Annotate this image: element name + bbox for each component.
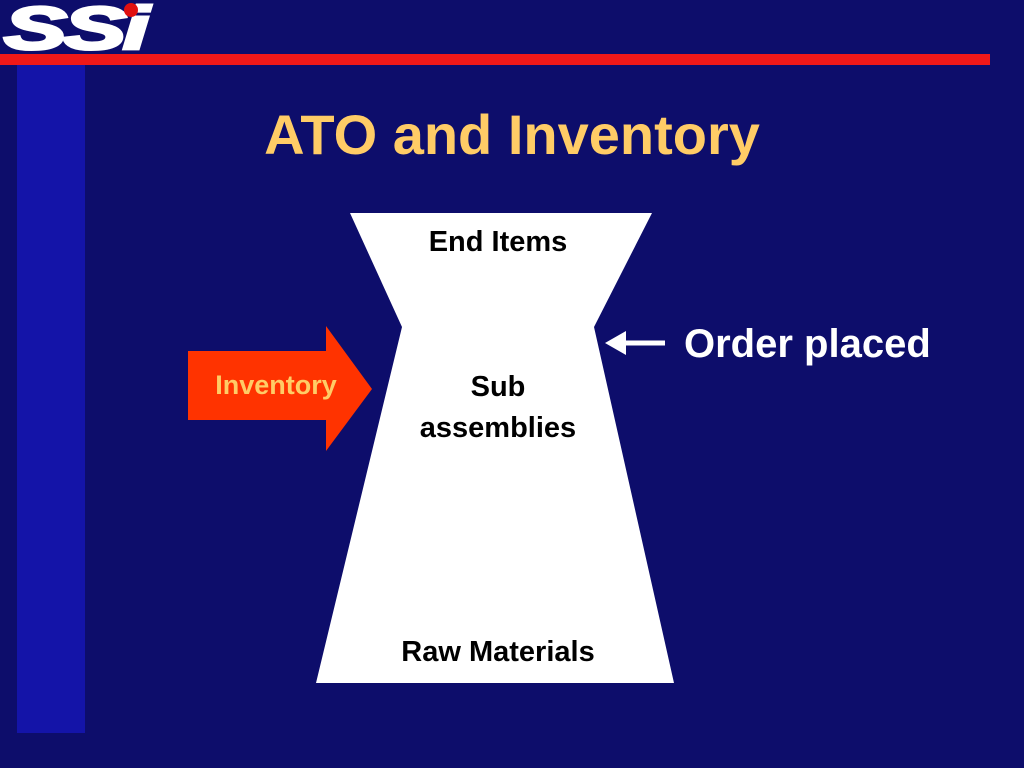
level-raw-materials: Raw Materials bbox=[401, 636, 594, 668]
slide-title: ATO and Inventory bbox=[264, 103, 760, 166]
order-placed-label: Order placed bbox=[684, 322, 931, 366]
left-accent-bar bbox=[17, 65, 85, 733]
level-sub-label: Sub bbox=[471, 371, 526, 403]
level-assemblies-label: assemblies bbox=[420, 412, 576, 444]
header-rule bbox=[0, 54, 990, 65]
level-end-items: End Items bbox=[429, 226, 568, 258]
inventory-funnel-shape bbox=[316, 213, 674, 683]
logo-dot bbox=[124, 3, 138, 17]
ssi-logo: SSi bbox=[3, 0, 155, 54]
inventory-label: Inventory bbox=[215, 370, 337, 400]
order-pointer-arrow bbox=[605, 331, 665, 355]
inventory-arrow bbox=[188, 326, 372, 451]
